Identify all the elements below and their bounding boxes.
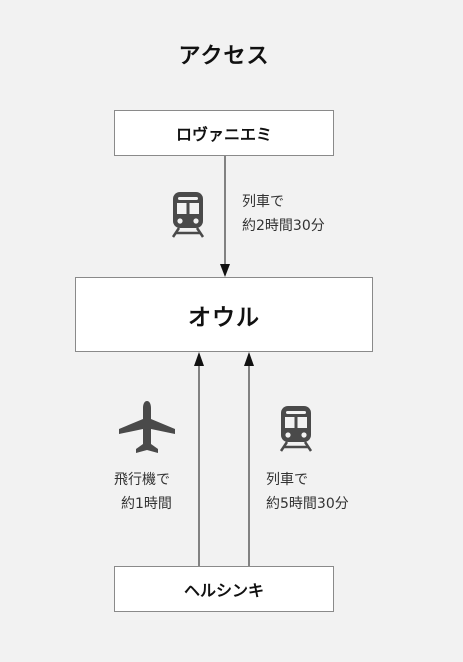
route-duration-label: 約5時間30分: [266, 496, 349, 512]
node-oulu: オウル: [75, 277, 373, 352]
route-rovaniemi-caption: 列車で 約2時間30分: [242, 190, 325, 238]
node-rovaniemi: ロヴァニエミ: [114, 110, 334, 156]
train-icon: [171, 192, 205, 238]
airplane-icon: [119, 401, 175, 453]
route-mode-label: 列車で: [242, 194, 284, 210]
arrowhead-up-train: [244, 352, 254, 366]
route-duration-label: 約2時間30分: [242, 218, 325, 234]
route-mode-label: 飛行機で: [114, 472, 170, 488]
arrowhead-down: [220, 264, 230, 277]
page-title: アクセス: [178, 44, 270, 69]
node-helsinki: ヘルシンキ: [114, 566, 334, 612]
route-mode-label: 列車で: [266, 472, 308, 488]
train-icon: [279, 406, 313, 452]
route-helsinki-train-caption: 列車で 約5時間30分: [266, 468, 349, 516]
route-flight-caption: 飛行機で 約1時間: [114, 468, 172, 516]
arrowhead-up-flight: [194, 352, 204, 366]
route-duration-label: 約1時間: [121, 496, 172, 512]
